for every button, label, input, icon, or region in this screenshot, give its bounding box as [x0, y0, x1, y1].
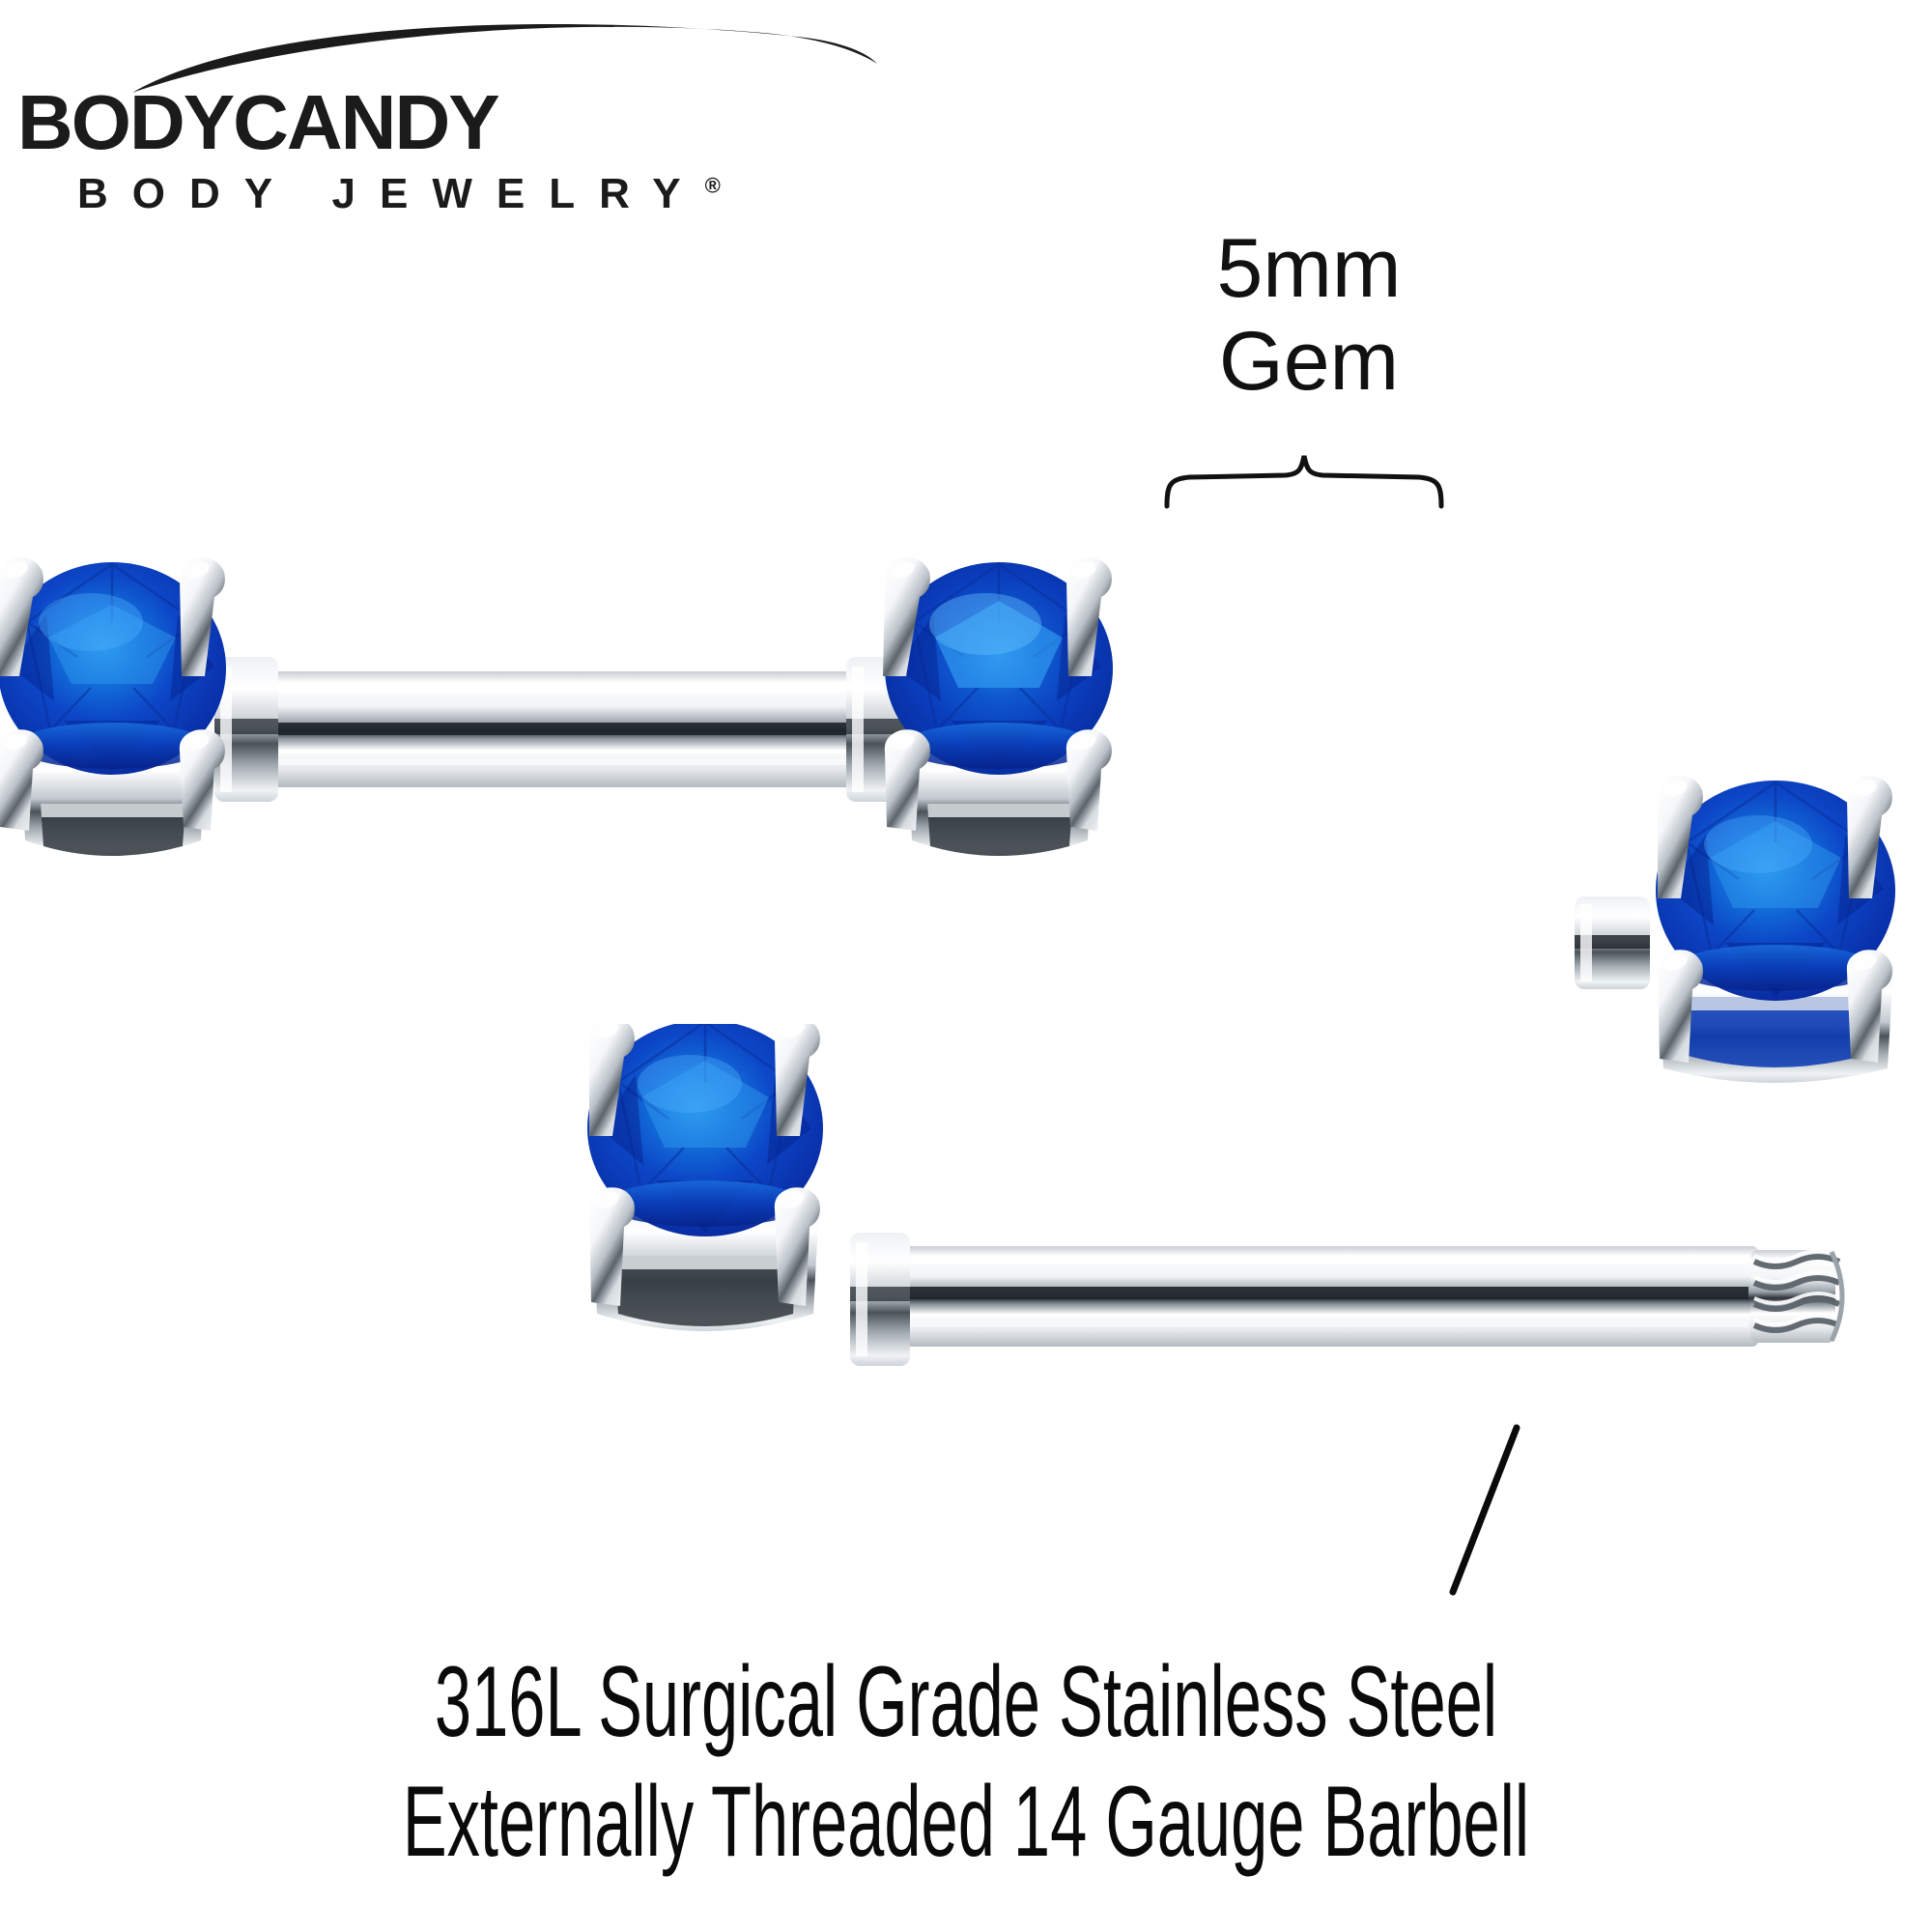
assembled-barbell-view [0, 557, 1113, 856]
arc-swoosh-icon [132, 23, 877, 93]
curly-brace-icon [1164, 455, 1444, 509]
caption-line-threading: Externally Threaded 14 Gauge Barbell [402, 1766, 1530, 1878]
barbell-shaft [263, 671, 862, 787]
caption-line-material: 316L Surgical Grade Stainless Steel [434, 1646, 1498, 1758]
gem-size-callout: 5mm Gem [1150, 222, 1468, 408]
prongs-detached [1657, 776, 1892, 1063]
external-thread-icon [1750, 1249, 1845, 1343]
product-caption: 316L Surgical Grade Stainless Steel Exte… [0, 1642, 1932, 1882]
gem-end-right [846, 557, 1113, 856]
gem-end-left [0, 557, 278, 856]
prongs-right [883, 557, 1112, 831]
brand-subtitle-text: BODY JEWELRY [77, 170, 705, 217]
prong-basket-left [21, 746, 205, 856]
gem-size-value: 5mm [1216, 222, 1402, 315]
registered-trademark-icon: ® [704, 173, 721, 198]
gem-left [0, 562, 226, 775]
prongs-left [0, 557, 225, 831]
prongs-bottom [588, 1024, 820, 1306]
barbell-shaft-threaded [889, 1246, 1758, 1347]
brand-subtitle: BODY JEWELRY® [77, 170, 721, 218]
gem-right [885, 562, 1113, 775]
collar-left [214, 657, 278, 802]
detached-gem-end-view [1575, 776, 1895, 1083]
prong-basket-detached [1658, 966, 1893, 1083]
leader-line-icon [1449, 1424, 1520, 1596]
brand-wordmark: BODYCANDY [17, 87, 501, 164]
collar-bottom [850, 1233, 910, 1366]
brand-logo: BODYCANDY BODY JEWELRY® [10, 8, 879, 218]
prong-basket-right [908, 746, 1092, 856]
brand-wordmark-text: BODYCANDY [17, 87, 499, 164]
gem-size-unit-label: Gem [1218, 315, 1400, 408]
prong-basket-bottom [591, 1204, 819, 1331]
threaded-stub [1575, 896, 1650, 989]
threaded-barbell-view [587, 1024, 1845, 1366]
